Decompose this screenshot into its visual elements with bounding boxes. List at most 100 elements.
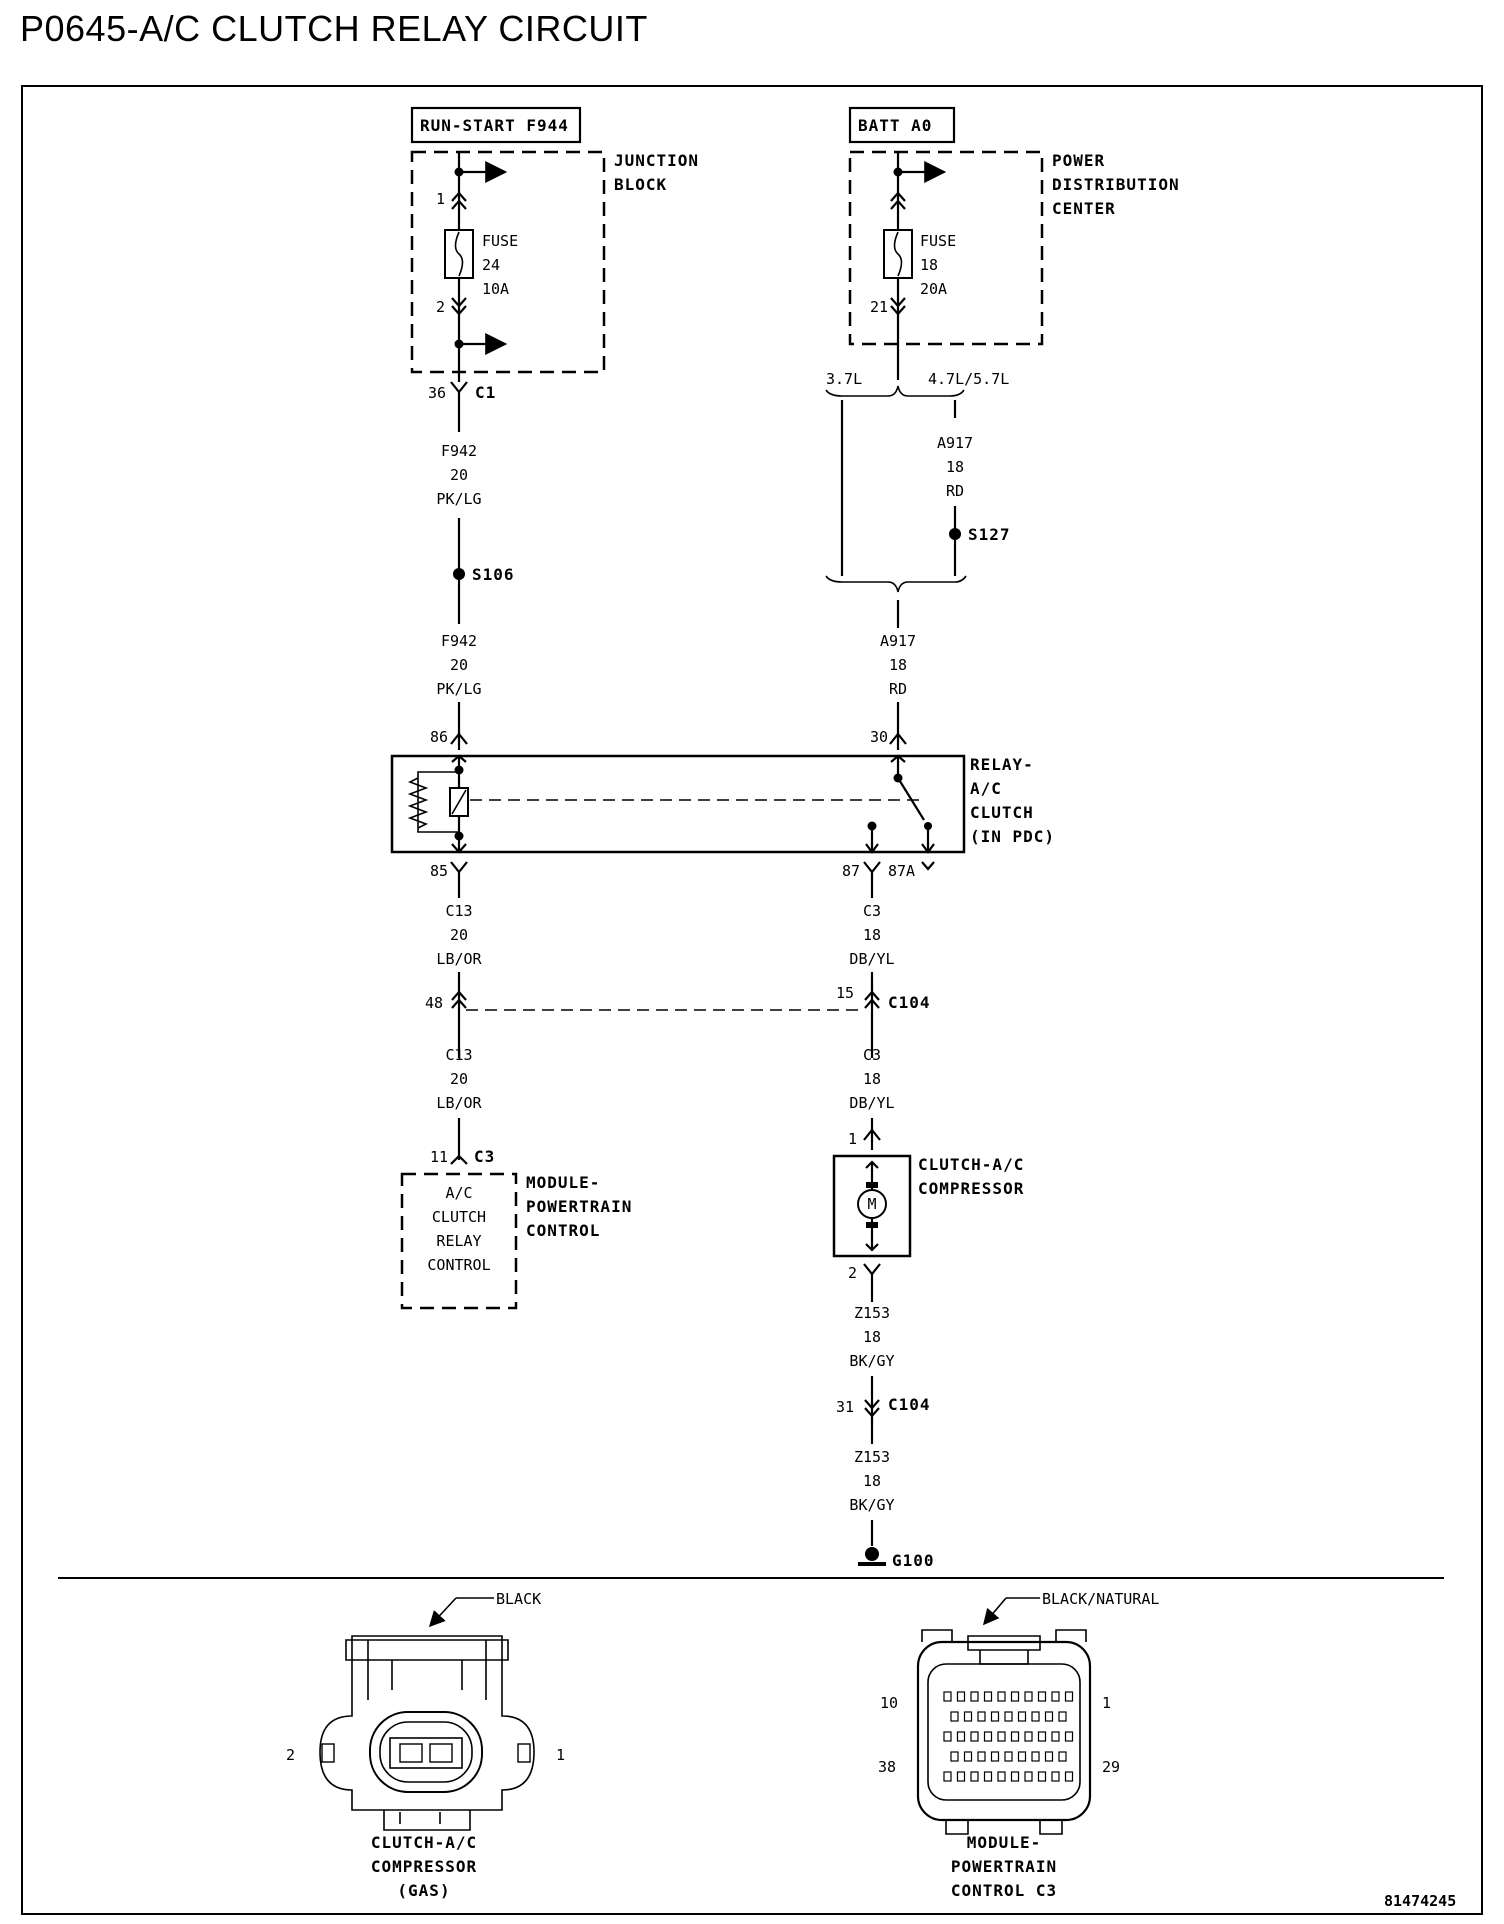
batt-label: BATT A0 <box>858 116 932 135</box>
svg-text:1: 1 <box>1102 1694 1111 1712</box>
svg-text:1: 1 <box>848 1130 857 1148</box>
connector-pin <box>956 1691 966 1702</box>
splice-s127: S127 <box>968 525 1011 544</box>
svg-text:18: 18 <box>946 458 964 476</box>
svg-text:11: 11 <box>430 1148 448 1166</box>
svg-text:POWERTRAIN: POWERTRAIN <box>526 1197 632 1216</box>
svg-text:C104: C104 <box>888 993 931 1012</box>
connector-pin <box>983 1691 993 1702</box>
svg-text:CLUTCH: CLUTCH <box>432 1208 486 1226</box>
svg-text:1: 1 <box>556 1746 565 1764</box>
svg-text:BLACK/NATURAL: BLACK/NATURAL <box>1042 1590 1159 1608</box>
diagram-border <box>21 85 1483 1915</box>
svg-text:MODULE-: MODULE- <box>967 1833 1041 1852</box>
svg-text:S106: S106 <box>472 565 515 584</box>
svg-text:C104: C104 <box>888 1395 931 1414</box>
connector-pin <box>990 1751 1000 1762</box>
connector-pin <box>1044 1751 1054 1762</box>
connector-pin <box>1037 1691 1047 1702</box>
svg-text:CLUTCH: CLUTCH <box>970 803 1034 822</box>
connector-pin <box>970 1691 979 1702</box>
svg-text:20: 20 <box>450 466 468 484</box>
connector-pin <box>1064 1731 1074 1742</box>
pcm-connector-view: BLACK/NATURAL 10 1 38 29 MODULE- POWERTR… <box>878 1590 1159 1900</box>
svg-text:RELAY: RELAY <box>436 1232 481 1250</box>
connector-c1: 36 C1 <box>428 381 495 402</box>
connector-pin <box>1010 1691 1020 1702</box>
connector-pin <box>1017 1711 1027 1722</box>
connector-pin <box>950 1711 959 1722</box>
svg-text:C13: C13 <box>445 1046 472 1064</box>
motor-icon: M <box>867 1195 876 1213</box>
svg-text:(GAS): (GAS) <box>397 1881 450 1900</box>
run-start-source: RUN-START F944 <box>410 106 582 144</box>
svg-text:CONTROL: CONTROL <box>526 1221 600 1240</box>
connector-pin <box>943 1691 952 1702</box>
svg-text:48: 48 <box>425 994 443 1012</box>
svg-text:18: 18 <box>920 256 938 274</box>
svg-text:2: 2 <box>436 298 445 316</box>
connector-pin <box>1051 1691 1060 1702</box>
connector-pin <box>977 1711 986 1722</box>
wire-a917-b: A917 18 RD <box>880 632 916 698</box>
connector-c104-bottom: 31 C104 <box>836 1395 931 1418</box>
svg-text:20A: 20A <box>920 280 947 298</box>
svg-text:24: 24 <box>482 256 500 274</box>
svg-text:RELAY-: RELAY- <box>970 755 1034 774</box>
svg-text:DB/YL: DB/YL <box>849 950 894 968</box>
connector-pin <box>990 1711 1000 1722</box>
svg-text:CENTER: CENTER <box>1052 199 1116 218</box>
connector-pin <box>997 1731 1006 1742</box>
connector-pin <box>1037 1731 1047 1742</box>
svg-text:BK/GY: BK/GY <box>849 1496 894 1514</box>
svg-text:85: 85 <box>430 862 448 880</box>
connector-pin <box>963 1751 973 1762</box>
connector-pin <box>997 1691 1006 1702</box>
svg-text:18: 18 <box>863 1328 881 1346</box>
svg-text:38: 38 <box>878 1758 896 1776</box>
power-distribution-center: POWER DISTRIBUTION CENTER FUSE 18 20A 21 <box>848 150 1179 380</box>
svg-text:LB/OR: LB/OR <box>436 1094 482 1112</box>
svg-text:LB/OR: LB/OR <box>436 950 482 968</box>
svg-text:CONTROL: CONTROL <box>427 1256 490 1274</box>
pcm-module: A/C CLUTCH RELAY CONTROL MODULE- POWERTR… <box>400 1172 632 1310</box>
svg-text:2: 2 <box>286 1746 295 1764</box>
svg-text:36: 36 <box>428 384 446 402</box>
connector-pin <box>1064 1771 1074 1782</box>
svg-text:20: 20 <box>450 1070 468 1088</box>
connector-pin <box>963 1711 973 1722</box>
svg-text:COMPRESSOR: COMPRESSOR <box>371 1857 477 1876</box>
svg-text:DB/YL: DB/YL <box>849 1094 894 1112</box>
svg-text:BLOCK: BLOCK <box>614 175 667 194</box>
wire-z153-b: Z153 18 BK/GY <box>849 1448 894 1514</box>
svg-text:BK/GY: BK/GY <box>849 1352 894 1370</box>
svg-text:10: 10 <box>880 1694 898 1712</box>
connector-pin <box>970 1731 979 1742</box>
svg-text:RD: RD <box>889 680 907 698</box>
svg-text:20: 20 <box>450 656 468 674</box>
connector-pin <box>1031 1711 1040 1722</box>
svg-text:CLUTCH-A/C: CLUTCH-A/C <box>918 1155 1024 1174</box>
run-start-label: RUN-START F944 <box>420 116 569 135</box>
wire-c3-b: C3 18 DB/YL <box>849 1046 894 1112</box>
svg-text:CONTROL C3: CONTROL C3 <box>951 1881 1057 1900</box>
wire-c13-b: C13 20 LB/OR <box>436 1046 482 1112</box>
page-title: P0645-A/C CLUTCH RELAY CIRCUIT <box>20 8 648 49</box>
batt-source: BATT A0 <box>848 106 956 144</box>
connector-pin <box>1017 1751 1027 1762</box>
pin-grid <box>943 1691 1074 1782</box>
svg-text:A917: A917 <box>937 434 973 452</box>
svg-text:BLACK: BLACK <box>496 1590 541 1608</box>
svg-text:COMPRESSOR: COMPRESSOR <box>918 1179 1024 1198</box>
ground-g100: G100 <box>858 1547 934 1570</box>
wire-c13-a: C13 20 LB/OR <box>436 902 482 968</box>
svg-text:(IN PDC): (IN PDC) <box>970 827 1055 846</box>
svg-text:18: 18 <box>889 656 907 674</box>
svg-text:15: 15 <box>836 984 854 1002</box>
connector-c3: 11 C3 <box>430 1147 494 1166</box>
svg-text:C13: C13 <box>445 902 472 920</box>
svg-text:C3: C3 <box>863 902 881 920</box>
connector-pin <box>1064 1691 1074 1702</box>
svg-text:Z153: Z153 <box>854 1304 890 1322</box>
